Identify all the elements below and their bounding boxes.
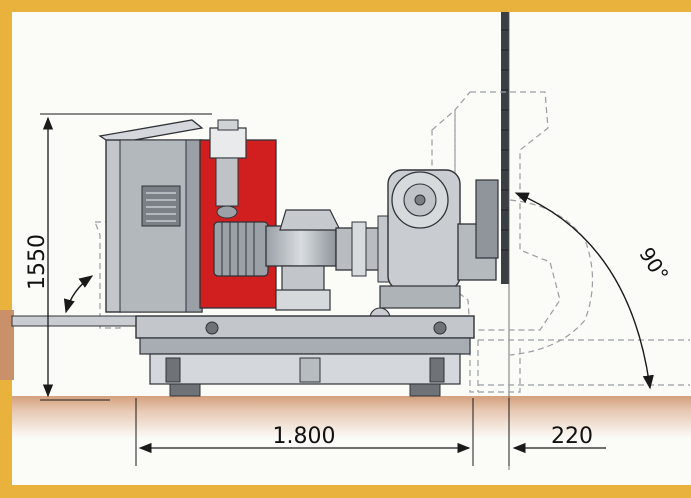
offset-label: 220 [551,424,593,449]
ground-strip [12,396,691,438]
control-swing-arrow [63,275,94,314]
engine-block [199,119,277,309]
length-dimension [135,398,474,466]
control-cabinet [98,119,204,313]
pump-housing [369,169,499,329]
height-label: 1550 [25,234,50,290]
tow-bar [11,315,143,327]
height-dimension [40,113,212,401]
length-label: 1.800 [273,424,336,449]
coupling-shaft [335,215,393,283]
offset-dimension [508,398,606,466]
rail-teeth [501,29,509,251]
guide-rail [501,12,509,284]
drive-motor [213,209,341,311]
rotation-arc-arrow [514,192,654,390]
skid-frame [135,315,475,397]
ground-edge [0,310,14,380]
